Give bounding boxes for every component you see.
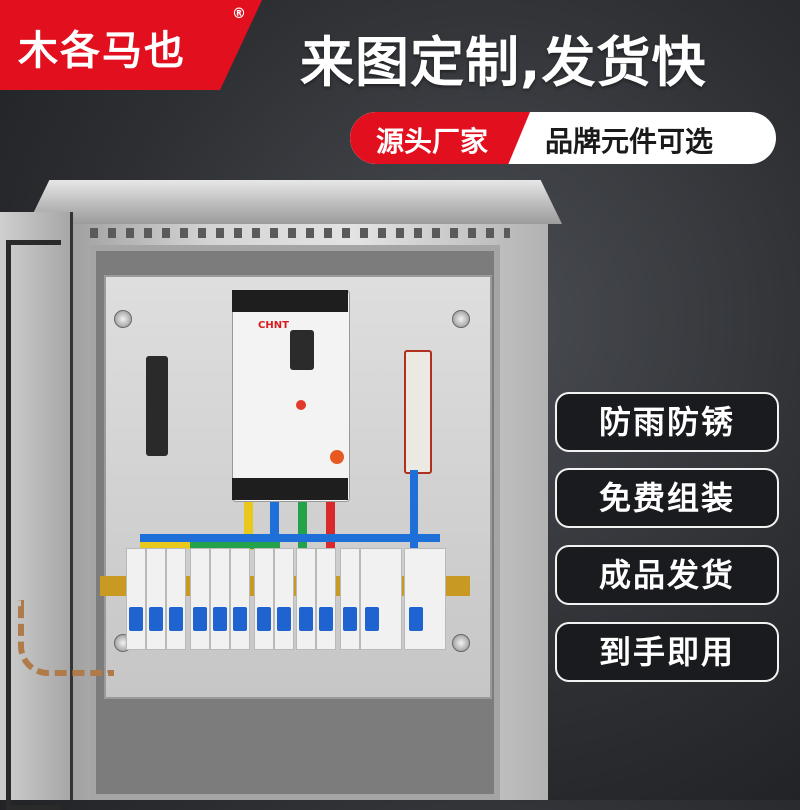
neutral-busbar [146,356,168,456]
wire-blue [270,500,279,550]
modular-breaker [296,548,316,650]
tag-banner: 源头厂家 品牌元件可选 [350,112,776,164]
main-breaker [232,290,350,502]
rcbo-breaker [404,548,446,650]
modular-breaker [166,548,186,650]
modular-breaker [210,548,230,650]
breaker-row [126,548,460,666]
modular-breaker [316,548,336,650]
cabinet-vents [90,228,510,238]
door-seal [6,240,61,810]
feature-rainproof: 防雨防锈 [555,392,779,452]
ground-busbar [404,350,432,474]
wire-yellow [244,500,253,550]
brand-banner [0,0,262,90]
modular-breaker [190,548,210,650]
tag-primary: 源头厂家 [376,125,489,158]
modular-breaker [146,548,166,650]
modular-breaker [126,548,146,650]
modular-breaker [230,548,250,650]
test-button-icon [296,400,306,410]
cabinet-door [0,212,73,800]
rcbo-breaker [360,548,402,650]
wire-red [326,500,335,550]
feature-assembled-shipping: 成品发货 [555,545,779,605]
ground-strap [18,600,114,676]
modular-breaker [340,548,360,650]
tag-primary-bg [350,112,530,164]
registered-mark: ® [232,6,246,22]
breaker-terminals-top [232,290,348,312]
wire-green [298,500,307,550]
screw-icon [114,310,132,328]
wire-blue-horizontal [140,534,440,542]
breaker-handle [290,330,314,370]
feature-ready-to-use: 到手即用 [555,622,779,682]
feature-free-assembly: 免费组装 [555,468,779,528]
modular-breaker [274,548,294,650]
wire-green-horizontal [190,542,280,549]
breaker-terminals-bottom [232,478,348,500]
wire-blue-vertical [410,470,418,550]
screw-icon [452,634,470,652]
tag-secondary: 品牌元件可选 [545,125,714,158]
modular-breaker [254,548,274,650]
screw-icon [452,310,470,328]
breaker-logo: CHNT [258,320,289,331]
reset-button-icon [330,450,344,464]
brand-logo: 木各马也 [18,28,186,74]
headline: 来图定制,发货快 [300,31,707,94]
cabinet-roof [28,180,562,224]
